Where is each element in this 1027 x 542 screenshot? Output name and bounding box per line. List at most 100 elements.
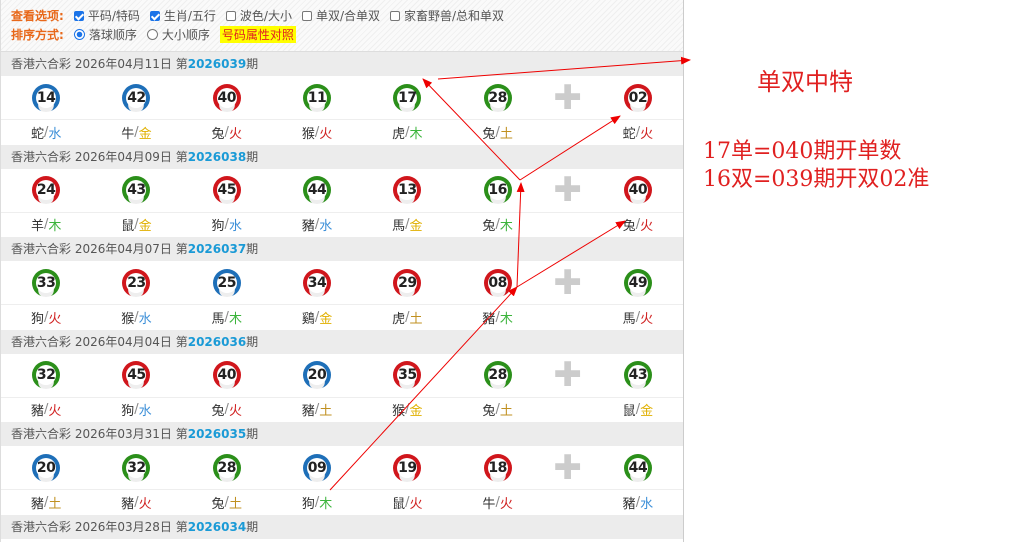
element: 土: [499, 126, 513, 142]
ball: 43: [122, 176, 151, 204]
view-options-label: 查看选项:: [11, 9, 64, 23]
sort-option-radio[interactable]: 落球顺序: [73, 26, 137, 43]
separator: /: [314, 309, 320, 325]
ball-cell: 16: [452, 169, 542, 212]
element: 木: [499, 219, 513, 235]
element: 土: [48, 496, 62, 512]
checkbox-icon[interactable]: [301, 11, 312, 21]
view-option-checkbox[interactable]: 波色/大小: [225, 7, 292, 24]
checkbox-icon[interactable]: [73, 11, 84, 21]
period-issue: 2026037: [187, 242, 247, 256]
zodiac: 蛇: [30, 126, 44, 142]
ball-number: 17: [397, 87, 418, 108]
ball-cell: 43: [593, 354, 683, 397]
ball: 25: [212, 268, 241, 297]
view-option-checkbox[interactable]: 家畜野兽/总和单双: [390, 7, 504, 24]
radio-icon[interactable]: [146, 29, 158, 40]
ball-cell: 20: [272, 354, 362, 397]
ball-number: 32: [36, 365, 57, 385]
ball: 14: [32, 83, 61, 112]
checkbox-icon[interactable]: [225, 11, 236, 21]
ball-cell: 09: [272, 446, 362, 489]
element: 火: [640, 126, 654, 142]
ball: 33: [32, 268, 61, 297]
ball-cell: 45: [91, 354, 181, 397]
zodiac-element: 豬/水: [593, 490, 683, 515]
separator: /: [134, 309, 139, 325]
radio-icon[interactable]: [73, 29, 85, 40]
ball: 09: [303, 453, 332, 482]
element: 木: [228, 311, 242, 327]
separator: /: [314, 217, 320, 233]
plus-icon: ✚: [553, 355, 583, 395]
ball-cell: 40: [593, 169, 683, 212]
period-suffix: 期: [246, 427, 259, 441]
sort-options-label: 排序方式:: [11, 28, 64, 42]
ball-number: 14: [36, 87, 57, 108]
period-issue: 2026034: [187, 519, 247, 534]
period-issue: 2026036: [187, 334, 247, 349]
period-issue: 2026038: [187, 149, 247, 164]
element: 火: [319, 126, 333, 142]
separator: /: [405, 494, 410, 510]
element: 火: [138, 496, 152, 512]
element: 金: [409, 404, 423, 420]
period-block: 香港六合彩 2026年03月28日 第2026034期: [1, 514, 683, 539]
period-header: 香港六合彩 2026年04月04日 第2026036期: [1, 329, 683, 354]
plus-cell: ✚: [543, 169, 593, 212]
zodiac-element: 兔/火: [182, 398, 272, 423]
zodiac: 兔: [482, 126, 496, 142]
ball-cell: 44: [272, 169, 362, 212]
ball-number: 40: [627, 180, 648, 200]
zodiac-row: 羊/木鼠/金狗/水豬/水馬/金兔/木兔/火: [1, 213, 683, 238]
zodiac-element: 兔/木: [452, 213, 542, 238]
separator: /: [134, 402, 139, 418]
view-option-checkbox[interactable]: 生肖/五行: [149, 7, 216, 24]
zodiac-element: 馬/木: [182, 305, 272, 330]
zodiac: 猴: [392, 404, 406, 420]
element: 火: [48, 404, 62, 420]
option-label: 单双/合单双: [315, 9, 380, 23]
separator: /: [405, 217, 410, 233]
plus-spacer: [543, 398, 593, 423]
ball-cell: 33: [1, 261, 91, 304]
checkbox-icon[interactable]: [390, 11, 400, 21]
ball-cell: 08: [452, 261, 542, 304]
element: 金: [138, 219, 152, 235]
ball-cell: 49: [593, 261, 683, 304]
ball-number: 33: [36, 272, 57, 293]
zodiac: 豬: [30, 496, 44, 512]
ball: 24: [32, 176, 61, 204]
zodiac: 豬: [30, 404, 44, 420]
ball-number: 20: [36, 457, 57, 478]
zodiac-element: 鼠/金: [91, 213, 181, 238]
zodiac-element: 虎/木: [362, 120, 452, 145]
sort-option-radio[interactable]: 大小顺序: [146, 26, 210, 43]
zodiac: 兔: [211, 404, 225, 420]
plus-spacer: [543, 213, 593, 238]
zodiac-element: 豬/水: [272, 213, 362, 238]
element: 金: [319, 311, 333, 327]
ball-number: 28: [487, 365, 508, 385]
ball-number: 40: [216, 87, 237, 108]
ball-number: 25: [216, 272, 237, 293]
ball-number: 29: [397, 272, 418, 293]
separator: /: [134, 124, 139, 140]
zodiac-element: 狗/水: [91, 398, 181, 423]
checkbox-icon[interactable]: [149, 11, 160, 21]
ball: 19: [393, 453, 422, 482]
zodiac-element: 牛/金: [91, 120, 181, 145]
compare-link[interactable]: 号码属性对照: [219, 26, 296, 43]
period-suffix: 期: [246, 519, 259, 534]
plus-cell: ✚: [543, 261, 593, 304]
view-option-checkbox[interactable]: 单双/合单双: [301, 7, 380, 24]
plus-spacer: [543, 490, 593, 515]
zodiac-element: 牛/火: [452, 490, 542, 515]
view-option-checkbox[interactable]: 平码/特码: [73, 7, 140, 24]
separator: /: [224, 217, 229, 233]
separator: /: [224, 402, 229, 418]
separator: /: [43, 402, 49, 418]
annotation-line1: 17单=040期开单数: [703, 139, 902, 164]
ball: 18: [483, 453, 512, 482]
